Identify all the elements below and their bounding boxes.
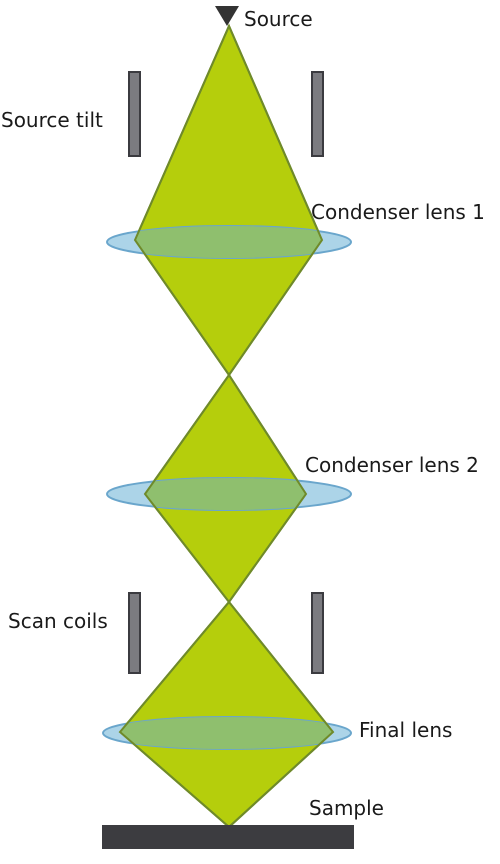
scan-coil-plates: [128, 592, 324, 674]
scan-coil-plate-right: [311, 592, 324, 674]
source-tilt-plate-right: [311, 71, 324, 157]
sample-stage: [102, 825, 354, 849]
final-lens: [102, 600, 352, 829]
sample-label: Sample: [309, 796, 384, 820]
scan-coil-plate-left: [128, 592, 141, 674]
source-tilt-plate-left: [128, 71, 141, 157]
beam-cone-1: [133, 23, 324, 377]
condenser-lens-1-label: Condenser lens 1: [311, 200, 485, 224]
source-label: Source: [244, 7, 313, 31]
source-tilt-label: Source tilt: [1, 108, 103, 132]
final-lens-label: Final lens: [359, 718, 452, 742]
beam-cone-3: [118, 600, 335, 829]
condenser-lens-1: [106, 23, 352, 377]
source-triangle-icon: [215, 6, 239, 26]
condenser-lens-2-label: Condenser lens 2: [305, 453, 479, 477]
source-tilt-plates: [128, 71, 324, 157]
scan-coils-label: Scan coils: [8, 609, 108, 633]
